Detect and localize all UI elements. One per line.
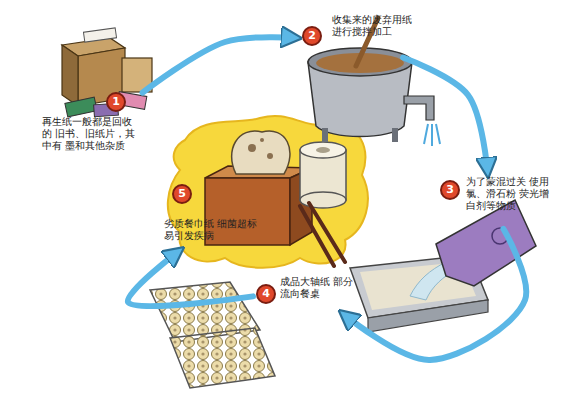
tissue-stain xyxy=(267,153,273,159)
toilet-roll-top xyxy=(300,142,346,158)
flow-arrow xyxy=(128,251,253,306)
pot-leg xyxy=(392,128,398,142)
flow-arrow xyxy=(343,229,526,360)
chopstick xyxy=(309,203,345,262)
drain-pipe xyxy=(404,96,434,120)
pulp-tray-side xyxy=(368,300,488,332)
step-node: 5 劣质餐巾纸 细菌超标 易引发疾病 xyxy=(164,184,264,248)
toilet-roll-bottom xyxy=(300,192,346,208)
yellow-splash xyxy=(168,116,368,268)
step-number: 5 xyxy=(172,184,192,204)
step-note: 成品大轴纸 部分流向餐桌 xyxy=(280,276,354,300)
step-node: 2 收集来的废弃用纸 进行搅拌加工 xyxy=(300,12,425,56)
water-stream xyxy=(424,124,440,146)
tissue-box-front xyxy=(205,178,290,245)
step-number: 2 xyxy=(302,26,322,46)
dirty-tissue xyxy=(232,131,290,174)
step-note: 收集来的废弃用纸 进行搅拌加工 xyxy=(332,14,424,38)
step-note: 为了蒙混过关 使用氯、滑石粉 荧光增白剂等物质 xyxy=(466,176,550,212)
step-node: 3 为了蒙混过关 使用氯、滑石粉 荧光增白剂等物质 xyxy=(440,176,550,226)
roll-tray xyxy=(170,328,275,388)
pot-leg xyxy=(322,128,328,142)
tissue-stain xyxy=(248,144,256,152)
step-node: 1 再生纸一般都是回收的 旧书、旧纸片，其中有 墨和其他杂质 xyxy=(40,92,140,158)
flow-arrow xyxy=(403,58,487,173)
step-note: 再生纸一般都是回收的 旧书、旧纸片，其中有 墨和其他杂质 xyxy=(42,116,138,152)
toilet-roll-hole xyxy=(316,147,330,153)
step-note: 劣质餐巾纸 细菌超标 易引发疾病 xyxy=(164,218,264,242)
stirring-stick xyxy=(356,18,378,66)
step-number: 4 xyxy=(256,284,276,304)
flow-arrow xyxy=(143,37,296,93)
waste-paper xyxy=(65,97,97,117)
step-number: 3 xyxy=(440,180,460,200)
step-number: 1 xyxy=(106,92,126,112)
step-node: 4成品大轴纸 部分流向餐桌 xyxy=(256,276,356,312)
tissue-stain xyxy=(260,138,264,142)
paper-stack xyxy=(83,28,116,42)
cardboard-box xyxy=(62,45,78,106)
